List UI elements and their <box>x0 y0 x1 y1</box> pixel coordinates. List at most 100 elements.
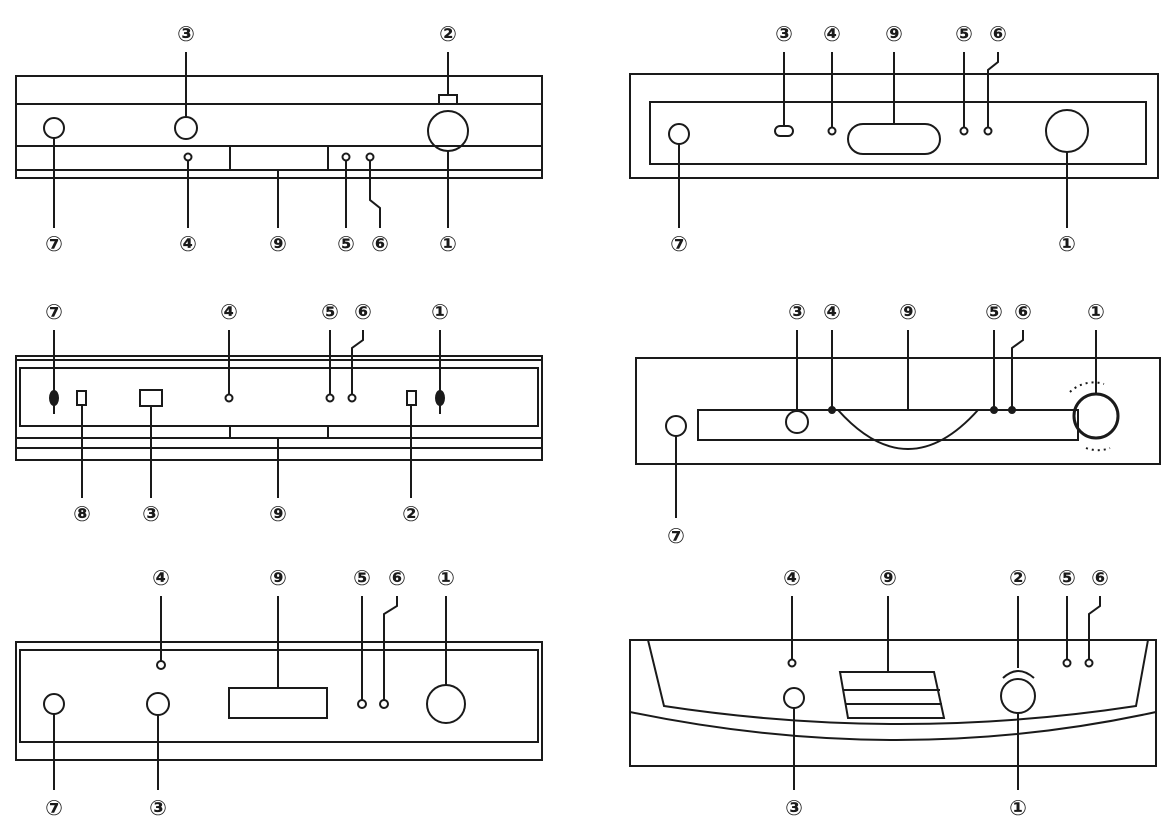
panel-a-power-button[interactable] <box>43 117 65 139</box>
panel-e-program-knob[interactable] <box>426 684 466 724</box>
panel-d-knob-dial-marks <box>1069 381 1111 452</box>
callout-marker: ⑨ <box>899 300 917 324</box>
callout-marker: ⑤ <box>321 300 339 324</box>
panel-e-display <box>228 687 328 719</box>
callout-marker: ② <box>1009 566 1027 590</box>
callout-marker: ③ <box>775 22 793 46</box>
callout-marker: ③ <box>785 796 803 820</box>
panel-b-program-knob[interactable] <box>1045 109 1089 153</box>
panel-f-leader-6 <box>1088 596 1101 659</box>
panel-b-indicator-6 <box>983 126 993 136</box>
callout-marker: ⑦ <box>45 796 63 820</box>
callout-marker: ⑥ <box>388 566 406 590</box>
panel-f-door-handle[interactable] <box>1002 670 1035 679</box>
callout-marker: ⑨ <box>269 232 287 256</box>
callout-marker: ⑥ <box>1014 300 1032 324</box>
callout-marker: ⑤ <box>985 300 1003 324</box>
callout-marker: ⑨ <box>885 22 903 46</box>
panel-d-program-knob[interactable] <box>1072 392 1120 440</box>
panel-f-indicator-4 <box>787 658 797 668</box>
panel-f-body <box>629 639 1157 767</box>
callout-marker: ⑧ <box>73 502 91 526</box>
callout-marker: ② <box>402 502 420 526</box>
panel-c <box>15 330 543 498</box>
panel-c-indicator-6 <box>347 393 357 403</box>
callout-marker: ⑥ <box>371 232 389 256</box>
panel-f-bottom-curve <box>629 711 1157 741</box>
callout-marker: ⑥ <box>354 300 372 324</box>
callout-marker: ⑤ <box>353 566 371 590</box>
panel-a-indicator-6 <box>365 152 375 162</box>
callout-marker: ⑦ <box>670 232 688 256</box>
callout-marker: ⑤ <box>1058 566 1076 590</box>
panel-c-right-latch-icon[interactable] <box>435 382 445 414</box>
callout-marker: ⑦ <box>667 524 685 548</box>
panel-e-indicator-6 <box>379 699 389 709</box>
panel-c-left-latch-icon[interactable] <box>49 382 59 414</box>
callout-marker: ⑨ <box>879 566 897 590</box>
panel-d-power-button[interactable] <box>665 415 687 437</box>
panel-a-program-button[interactable] <box>174 116 198 140</box>
callout-marker: ① <box>431 300 449 324</box>
callout-marker: ① <box>1058 232 1076 256</box>
panel-d-indicator-4 <box>828 406 836 414</box>
callout-marker: ④ <box>823 300 841 324</box>
callout-marker: ⑥ <box>1091 566 1109 590</box>
callout-marker: ④ <box>152 566 170 590</box>
callout-marker: ⑥ <box>989 22 1007 46</box>
callout-marker: ① <box>439 232 457 256</box>
callout-marker: ② <box>439 22 457 46</box>
panel-d-program-button[interactable] <box>785 410 809 434</box>
panel-d-leader-6 <box>1011 330 1024 407</box>
panel-d-inner-frame <box>697 409 1079 441</box>
panel-c-display <box>229 425 329 439</box>
panel-a-indicator-4 <box>183 152 193 162</box>
panel-e-program-button[interactable] <box>146 692 170 716</box>
panel-f-indicator-6 <box>1084 658 1094 668</box>
panel-c-program-button[interactable] <box>139 389 163 407</box>
panel-c-door-switch[interactable] <box>406 390 417 406</box>
panel-a-indicator-5 <box>341 152 351 162</box>
callout-marker: ④ <box>823 22 841 46</box>
panel-b-indicator-4 <box>827 126 837 136</box>
panel-a-leader-6 <box>369 161 381 228</box>
panel-d-indicator-5 <box>990 406 998 414</box>
panel-e-leader-6 <box>383 596 398 700</box>
callout-marker: ③ <box>142 502 160 526</box>
panel-e <box>15 596 543 790</box>
panel-d <box>635 330 1161 518</box>
panel-e-indicator-5 <box>357 699 367 709</box>
panel-f-program-button[interactable] <box>783 687 805 709</box>
panel-c-indicator-5 <box>325 393 335 403</box>
callout-marker: ④ <box>783 566 801 590</box>
panel-b-indicator-5 <box>959 126 969 136</box>
callout-marker: ⑦ <box>45 232 63 256</box>
panel-c-inner-frame <box>19 367 539 427</box>
callout-marker: ⑦ <box>45 300 63 324</box>
panel-b-power-button[interactable] <box>668 123 690 145</box>
panel-b-inner-frame <box>649 101 1147 165</box>
panel-f <box>629 596 1157 790</box>
callout-marker: ⑤ <box>955 22 973 46</box>
panel-d-indicator-6 <box>1008 406 1016 414</box>
panel-c-child-lock-button[interactable] <box>76 390 87 406</box>
panel-b <box>629 52 1159 228</box>
callout-marker: ④ <box>179 232 197 256</box>
panel-f-program-knob[interactable] <box>1000 678 1036 714</box>
panel-e-power-button[interactable] <box>43 693 65 715</box>
panel-f-curved-fascia <box>647 639 1149 725</box>
panel-d-display-arc <box>837 409 979 450</box>
callout-marker: ⑨ <box>269 502 287 526</box>
panel-b-display <box>847 123 941 155</box>
panel-c-indicator-4 <box>224 393 234 403</box>
panel-f-indicator-5 <box>1062 658 1072 668</box>
panel-e-indicator-4 <box>156 660 166 670</box>
panel-a-body <box>15 75 543 179</box>
callout-marker: ⑨ <box>269 566 287 590</box>
panel-b-program-button[interactable] <box>774 125 794 137</box>
panel-a-door-handle[interactable] <box>438 94 458 105</box>
callout-marker: ⑤ <box>337 232 355 256</box>
callout-marker: ① <box>437 566 455 590</box>
